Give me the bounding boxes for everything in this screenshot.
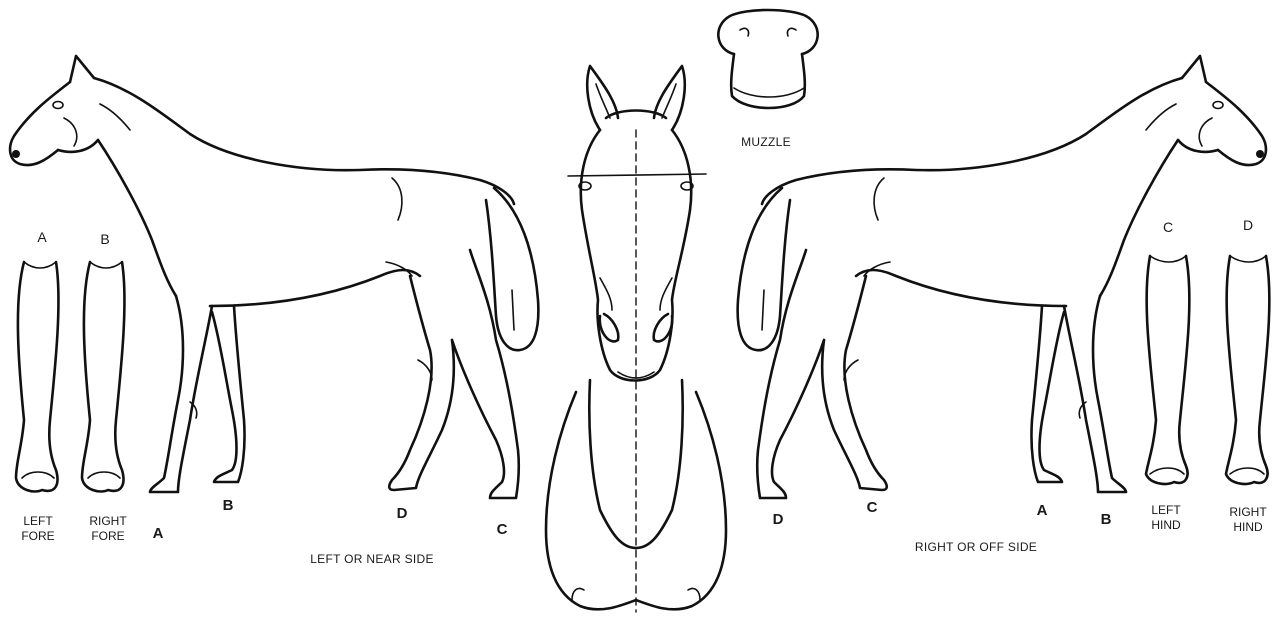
fore-detail-b-label: B xyxy=(100,232,109,247)
near-leg-c-label: C xyxy=(497,522,508,537)
near-leg-d-label: D xyxy=(397,506,408,521)
right-hind-line1: RIGHT xyxy=(1229,505,1266,520)
left-fore-line1: LEFT xyxy=(21,514,54,529)
near-leg-a-label: A xyxy=(153,526,164,541)
muzzle-detail xyxy=(718,10,817,108)
left-hind-label: LEFT HIND xyxy=(1151,503,1180,533)
off-side-horse xyxy=(738,56,1266,498)
left-hind-line1: LEFT xyxy=(1151,503,1180,518)
off-leg-c-label: C xyxy=(867,500,878,515)
fore-detail-a-label: A xyxy=(37,230,46,245)
off-leg-a-label: A xyxy=(1037,503,1048,518)
hind-leg-c-detail xyxy=(1146,256,1189,484)
off-side-caption: RIGHT OR OFF SIDE xyxy=(915,540,1037,555)
left-fore-line2: FORE xyxy=(21,529,54,544)
off-leg-b-label: B xyxy=(1101,512,1112,527)
left-fore-label: LEFT FORE xyxy=(21,514,54,544)
fore-leg-b-detail xyxy=(82,262,124,492)
right-fore-line1: RIGHT xyxy=(89,514,126,529)
hind-detail-d-label: D xyxy=(1243,218,1253,233)
right-hind-label: RIGHT HIND xyxy=(1229,505,1266,535)
right-fore-label: RIGHT FORE xyxy=(89,514,126,544)
front-head-view xyxy=(546,66,726,612)
off-leg-d-label: D xyxy=(773,512,784,527)
muzzle-label: MUZZLE xyxy=(741,135,791,150)
right-fore-line2: FORE xyxy=(89,529,126,544)
fore-leg-a-detail xyxy=(16,262,58,492)
hind-detail-c-label: C xyxy=(1163,220,1173,235)
right-hind-line2: HIND xyxy=(1229,520,1266,535)
hind-leg-d-detail xyxy=(1226,256,1269,484)
near-leg-b-label: B xyxy=(223,498,234,513)
left-hind-line2: HIND xyxy=(1151,518,1180,533)
near-side-caption: LEFT OR NEAR SIDE xyxy=(310,552,434,567)
